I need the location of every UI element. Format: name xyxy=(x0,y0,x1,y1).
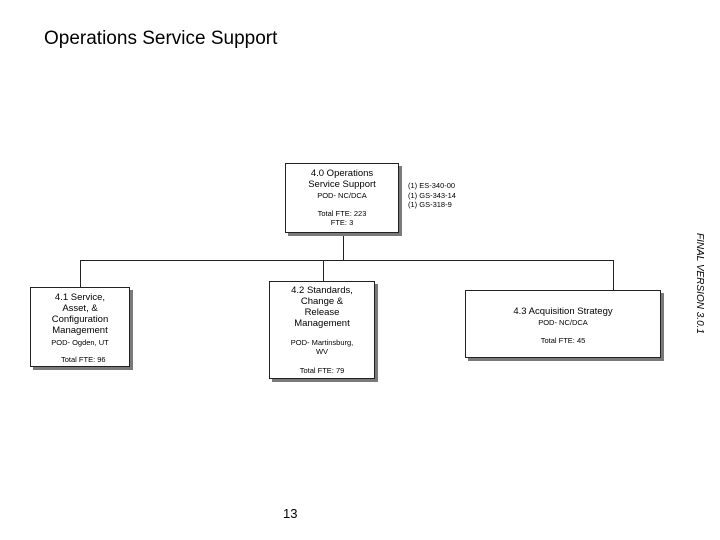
org-box-name: 4.1 Service, Asset, & Configuration Mana… xyxy=(51,292,109,336)
staff-item: (1) ES-340-00 xyxy=(408,181,456,190)
org-box-standards-change-release: 4.2 Standards, Change & Release Manageme… xyxy=(269,281,375,379)
org-box-name: 4.3 Acquisition Strategy xyxy=(513,306,613,317)
connector-horizontal xyxy=(80,260,614,261)
version-label: FINAL VERSION 3.0.1 xyxy=(694,233,705,334)
staff-item: (1) GS-318-9 xyxy=(408,200,452,209)
connector-child-1 xyxy=(80,260,81,288)
org-box-pod: POD- NC/DCA xyxy=(538,318,588,327)
staff-list: (1) ES-340-00 (1) GS-343-14 (1) GS-318-9 xyxy=(408,181,456,210)
org-box-total-fte: Total FTE: 96 xyxy=(61,355,106,364)
org-box-total-fte: Total FTE: 45 xyxy=(540,336,586,345)
org-box-pod: POD- Martinsburg, WV xyxy=(290,338,354,356)
connector-root-down xyxy=(343,232,344,261)
page-title: Operations Service Support xyxy=(44,28,278,49)
org-box-acquisition-strategy: 4.3 Acquisition Strategy POD- NC/DCA Tot… xyxy=(465,290,661,358)
org-box-root-name: 4.0 Operations Service Support xyxy=(308,168,376,190)
org-box-root-total-fte: Total FTE: 223 xyxy=(317,209,367,218)
org-box-total-fte: Total FTE: 79 xyxy=(299,366,345,375)
org-box-name: 4.2 Standards, Change & Release Manageme… xyxy=(291,285,353,329)
org-box-root-pod: POD- NC/DCA xyxy=(317,191,367,200)
staff-item: (1) GS-343-14 xyxy=(408,190,456,200)
org-box-root: 4.0 Operations Service Support POD- NC/D… xyxy=(285,163,399,233)
org-box-root-fte: FTE: 3 xyxy=(330,218,354,227)
org-box-service-asset-config: 4.1 Service, Asset, & Configuration Mana… xyxy=(30,287,130,367)
connector-child-3 xyxy=(613,260,614,290)
org-box-pod: POD- Ogden, UT xyxy=(51,338,109,347)
page-number: 13 xyxy=(283,506,298,521)
connector-child-2 xyxy=(323,260,324,282)
